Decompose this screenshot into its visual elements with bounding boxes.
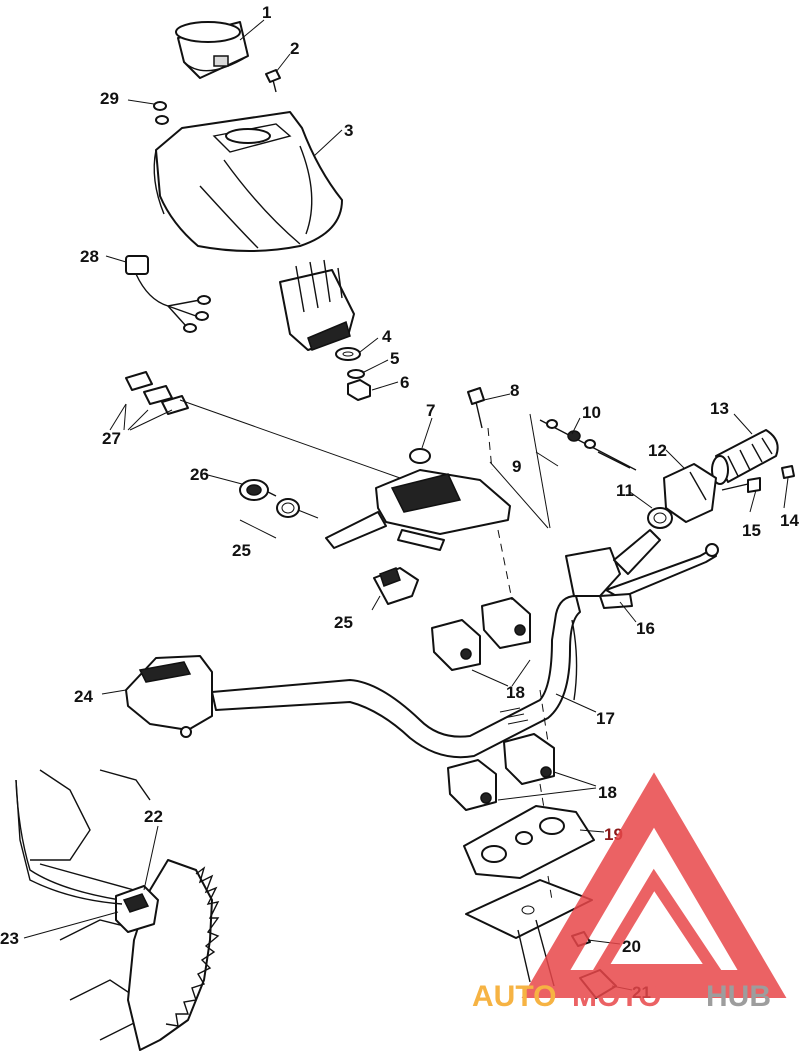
callout-22: 22 [144,807,163,826]
part-28-connector [125,255,211,333]
part-24-switch-housing [125,655,213,738]
watermark-triangle-inner [589,868,726,976]
part-10-adjuster [539,419,637,471]
part-18-upper-clamps [431,597,531,671]
part-1-cap [175,21,249,79]
part-15-screw [721,477,761,493]
callout-14: 14 [780,511,799,530]
part-29-nut [153,101,169,125]
callout-9: 9 [512,457,521,476]
callout-24: 24 [74,687,93,706]
part-13-grip [711,429,779,485]
part-17-handlebar [211,595,581,759]
callout-27: 27 [102,429,121,448]
leader-lines [23,19,789,991]
callout-26: 26 [190,465,209,484]
callout-20: 20 [622,937,641,956]
part-19-riser [463,805,595,879]
part-25-switch-knob [373,567,419,605]
callout-5: 5 [390,349,399,368]
watermark-moto: MOTO [572,980,661,1013]
callout-25-upper: 25 [232,541,251,560]
part-14-cap [781,465,795,479]
part-25-bezel [276,498,300,518]
callout-3: 3 [344,121,353,140]
part-26-switch [239,479,277,501]
part-12-throttle-housing [663,463,717,523]
callout-2: 2 [290,39,299,58]
part-9-bracket [325,469,511,551]
callout-17: 17 [596,709,615,728]
callout-13: 13 [710,399,729,418]
callout-6: 6 [400,373,409,392]
callout-25-lower: 25 [334,613,353,632]
part-27-lenses [125,371,189,415]
part-7-grommet [409,448,431,464]
part-8-bolt [467,387,485,429]
callout-15: 15 [742,521,761,540]
callout-7: 7 [426,401,435,420]
part-4-washer [335,347,361,361]
part-16-brake-lever [565,529,719,609]
callout-1: 1 [262,3,271,22]
callout-18-lower: 18 [598,783,617,802]
callout-18-upper: 18 [506,683,525,702]
callout-16: 16 [636,619,655,638]
part-2-screw [265,69,281,93]
ignition-switch-housing [279,259,355,351]
callout-10: 10 [582,403,601,422]
watermark-hub: HUB [706,980,771,1013]
part-6-nut [347,379,371,401]
callout-8: 8 [510,381,519,400]
frame-and-disc [15,769,220,1051]
callouts: 1 2 3 29 28 4 5 6 27 8 7 10 13 12 9 26 1… [0,3,799,1002]
part-22-caliper [122,893,150,913]
callout-12: 12 [648,441,667,460]
callout-11: 11 [616,481,634,500]
part-23-brake-line [15,779,123,905]
part-3-headlight-pod [153,111,343,252]
part-18-lower-clamps [447,733,555,811]
watermark-logo: AUTO MOTO HUB [472,772,787,1013]
callout-4: 4 [382,327,392,346]
callout-23: 23 [0,929,19,948]
part-11-spacer [647,507,673,529]
part-5-washer [347,369,365,379]
watermark-triangle-outer [521,772,787,998]
callout-29: 29 [100,89,119,108]
callout-28: 28 [80,247,99,266]
watermark-auto: AUTO [472,980,556,1013]
